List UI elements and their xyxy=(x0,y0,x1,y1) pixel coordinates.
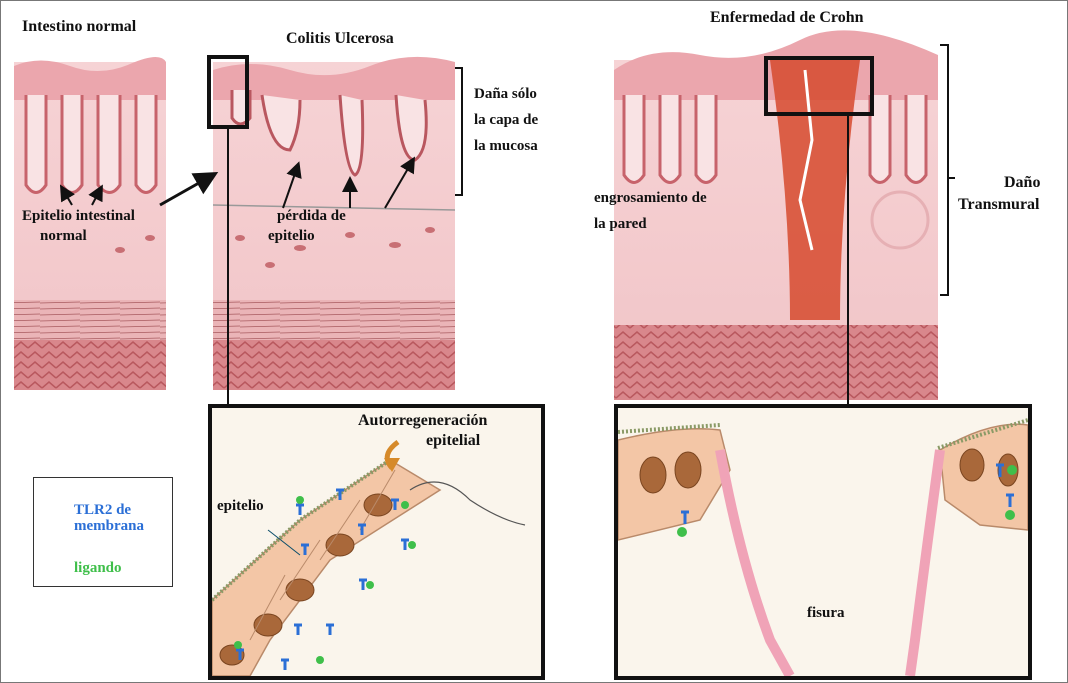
zoom-right-panel xyxy=(616,406,1030,678)
uc-damage-line2: la capa de xyxy=(474,112,538,129)
crohn-intestine-illustration xyxy=(614,30,938,400)
legend-receptor-line1: TLR2 de xyxy=(74,502,131,519)
regeneration-line2: epitelial xyxy=(426,432,480,450)
crohn-damage-line1: Daño xyxy=(1004,174,1040,192)
uc-damage-line3: la mucosa xyxy=(474,138,538,155)
uc-title: Colitis Ulcerosa xyxy=(286,30,394,48)
normal-title: Intestino normal xyxy=(22,18,136,36)
fissure-label: fisura xyxy=(807,605,845,622)
regeneration-line1: Autorregeneración xyxy=(358,412,487,430)
crohn-title: Enfermedad de Crohn xyxy=(710,9,864,27)
crohn-bracket xyxy=(940,45,948,295)
uc-loss-line1: pérdida de xyxy=(277,208,346,225)
crohn-thick-line1: engrosamiento de xyxy=(594,190,707,207)
normal-epithelium-line1: Epitelio intestinal xyxy=(22,208,135,225)
epithelium-label: epitelio xyxy=(217,498,264,515)
crohn-damage-line2: Transmural xyxy=(958,196,1039,214)
crohn-thick-line2: la pared xyxy=(594,216,647,233)
normal-epithelium-line2: normal xyxy=(40,228,87,245)
legend-ligand: ligando xyxy=(74,560,122,577)
legend-receptor-line2: membrana xyxy=(74,518,144,535)
uc-loss-line2: epitelio xyxy=(268,228,315,245)
uc-damage-line1: Daña sólo xyxy=(474,86,537,103)
uc-bracket xyxy=(455,68,462,195)
arrow-to-uc xyxy=(160,175,213,205)
zoom-left-panel xyxy=(210,406,543,678)
